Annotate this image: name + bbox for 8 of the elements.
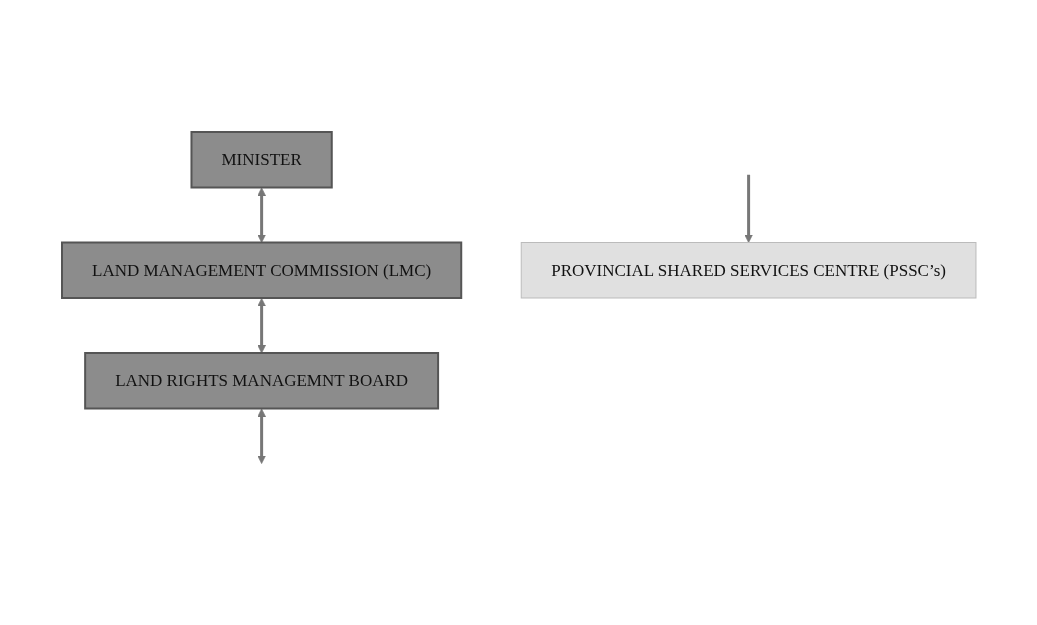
node-box: LAND MANAGEMENT COMMISSION (LMC) [60, 241, 462, 299]
arrow [256, 297, 266, 354]
node-box: LAND RIGHTS MANAGEMNT BOARD [83, 351, 439, 410]
arrow [256, 408, 266, 464]
arrow [743, 174, 753, 243]
arrow [256, 187, 266, 243]
node-box: PROVINCIAL SHARED SERVICES CENTRE (PSSC’s) [520, 241, 976, 299]
node-box: MINISTER [190, 130, 333, 189]
